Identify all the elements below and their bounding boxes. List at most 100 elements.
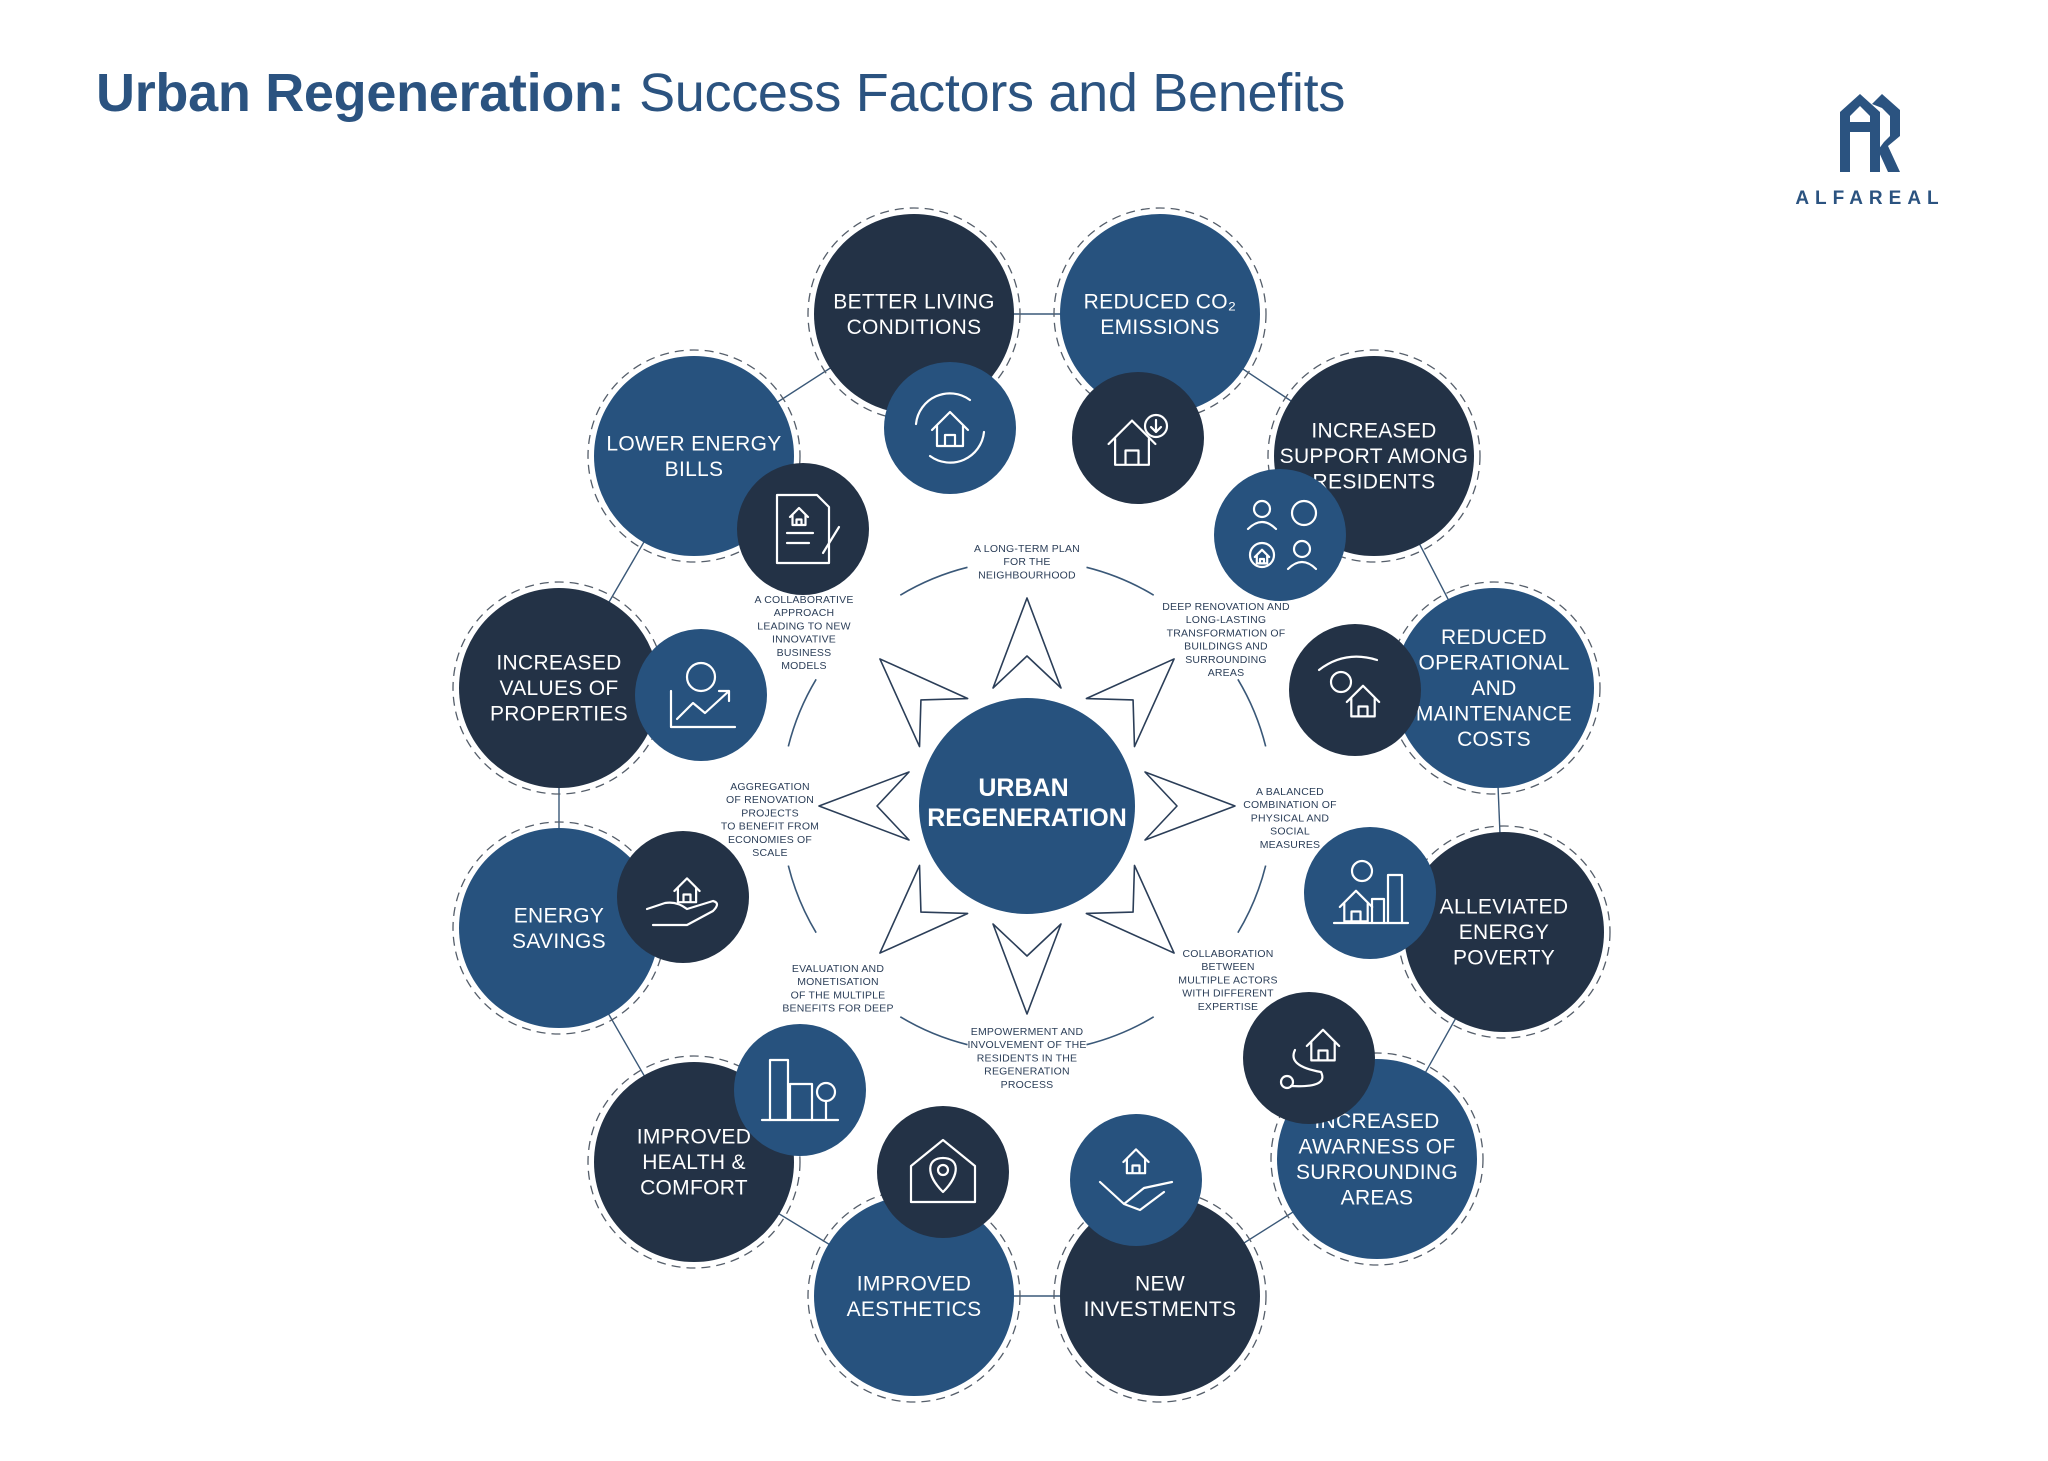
page-title: Urban Regeneration: Success Factors and …: [96, 62, 1345, 124]
success-factor-line: RESIDENTS IN THE: [977, 1052, 1077, 1064]
icon-badge: [877, 1106, 1009, 1238]
center-node: URBAN REGENERATION: [919, 698, 1135, 914]
benefit-circle: [814, 1196, 1014, 1396]
direction-arrow: [1085, 864, 1175, 954]
success-factor-line: BETWEEN: [1201, 961, 1254, 973]
success-factor-line: SURROUNDING: [1185, 654, 1267, 666]
center-circle: [919, 698, 1135, 914]
benefit-dashed-ring: [587, 1055, 801, 1269]
success-factor-line: APPROACH: [774, 607, 835, 619]
icon-badge: [737, 463, 869, 595]
benefit-dashed-ring: [587, 349, 801, 563]
logo-wordmark: ALFAREAL: [1795, 188, 1945, 209]
success-factor-line: A BALANCED: [1256, 786, 1324, 798]
success-factor-line: EXPERTISE: [1198, 1001, 1259, 1013]
direction-arrow: [879, 864, 969, 954]
handshake-house-icon: [1070, 1114, 1202, 1246]
success-factor-line: EVALUATION AND: [792, 963, 884, 975]
benefit-label-line: BILLS: [665, 458, 724, 481]
benefit-label-line: COMFORT: [640, 1177, 748, 1200]
value-growth-icon: [635, 629, 767, 761]
success-factor-line: TO BENEFIT FROM: [721, 821, 819, 833]
icon-badge: [1289, 624, 1421, 756]
benefit-label-line: SUPPORT AMONG: [1280, 445, 1469, 468]
success-factor-line: OF RENOVATION: [726, 794, 814, 806]
success-factor-line: SCALE: [752, 847, 787, 859]
benefit-label-line: VALUES OF: [499, 677, 618, 700]
benefit-label-line: ALLEVIATED: [1440, 896, 1569, 919]
success-factor-line: DEEP RENOVATION AND: [1162, 601, 1290, 613]
inner-ring-arc: [1086, 566, 1155, 596]
icon-badge: [1070, 1114, 1202, 1246]
house-cycle-icon: [884, 362, 1016, 494]
benefit-label-line: AREAS: [1341, 1186, 1414, 1209]
success-factor-line: WITH DIFFERENT: [1182, 988, 1274, 1000]
benefit-circle: [1394, 588, 1594, 788]
benefit-circle: [1060, 1196, 1260, 1396]
success-factor-line: MULTIPLE ACTORS: [1178, 974, 1277, 986]
inner-ring-arc: [1237, 678, 1267, 747]
benefit-label-line: RESIDENTS: [1313, 471, 1436, 494]
benefit-dashed-ring: [1270, 1052, 1484, 1266]
success-factor-line: MODELS: [781, 660, 827, 672]
benefit-label-line: AWARNESS OF: [1299, 1135, 1456, 1158]
success-factor-line: A COLLABORATIVE: [754, 594, 853, 606]
benefit-label-line: COSTS: [1457, 728, 1531, 751]
success-factor-line: AREAS: [1208, 667, 1245, 679]
success-factor-line: SOCIAL: [1270, 826, 1310, 838]
house-emissions-icon: [1072, 372, 1204, 504]
inner-ring-arc: [787, 865, 817, 934]
success-factor-line: LONG-LASTING: [1186, 614, 1267, 626]
benefit-dashed-ring: [1267, 349, 1481, 563]
benefit-label-line: CONDITIONS: [847, 316, 982, 339]
benefit-label-line: SAVINGS: [512, 930, 606, 953]
inner-ring-arc: [899, 1016, 968, 1046]
benefit-label-line: INCREASED: [496, 652, 621, 675]
benefit-label-line: HEALTH &: [642, 1151, 746, 1174]
alfareal-logo: ALFAREAL: [1770, 90, 1970, 210]
benefit-label-line: INVESTMENTS: [1084, 1298, 1237, 1321]
benefit-circle: [1404, 832, 1604, 1032]
icon-badge: [1214, 469, 1346, 601]
success-factor-line: MEASURES: [1260, 839, 1321, 851]
inner-ring-arc: [1086, 1016, 1155, 1046]
success-factor-line: COLLABORATION: [1182, 948, 1273, 960]
benefit-label-line: BETTER LIVING: [833, 290, 994, 313]
success-factor-line: TRANSFORMATION OF: [1167, 627, 1286, 639]
success-factor-line: EMPOWERMENT AND: [971, 1026, 1084, 1038]
direction-arrows: [818, 597, 1236, 1015]
inner-ring-arc: [787, 678, 817, 747]
residents-chat-icon: [1214, 469, 1346, 601]
benefit-label: LOWER ENERGY BILLS: [606, 432, 781, 481]
icon-badge: [1072, 372, 1204, 504]
benefit-label-line: IMPROVED: [637, 1126, 751, 1149]
success-factor-line: PROCESS: [1001, 1079, 1054, 1091]
route-pin-icon: [1243, 992, 1375, 1124]
benefit-label-line: LOWER ENERGY: [606, 432, 781, 455]
success-factor-line: COMBINATION OF: [1243, 799, 1337, 811]
success-factor-line: INVOLVEMENT OF THE: [967, 1039, 1086, 1051]
direction-arrow: [992, 597, 1062, 689]
success-factor-line: PROJECTS: [741, 807, 799, 819]
title-light: Success Factors and Benefits: [639, 63, 1346, 123]
